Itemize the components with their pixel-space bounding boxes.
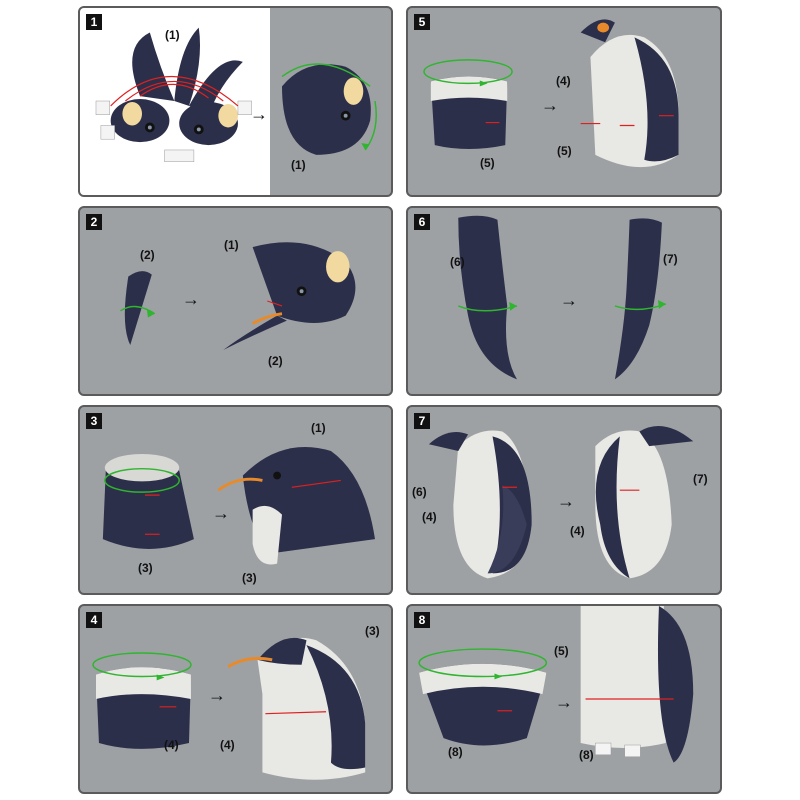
step-7-panel: 7 (6) (4) → (7) (4) (406, 405, 722, 595)
step-arrow: → (555, 692, 573, 712)
part-label: (3) (365, 624, 380, 638)
step-number: 5 (414, 14, 430, 30)
step-number: 1 (86, 14, 102, 30)
step-2-panel: 2 (2) → (1) (2) (78, 206, 393, 396)
part-label: (4) (164, 738, 179, 752)
part-label: (4) (220, 738, 235, 752)
step-1-panel: 1 (1) → (1) (78, 6, 393, 197)
part-label: (5) (557, 144, 572, 158)
step-arrow: → (557, 491, 575, 511)
part-label: (6) (412, 485, 427, 499)
part-label: (4) (556, 74, 571, 88)
part-label: (1) (291, 158, 306, 172)
part-label: (2) (140, 248, 155, 262)
part-label: (5) (554, 644, 569, 658)
step-5-illustration (423, 19, 679, 168)
part-label: (2) (268, 354, 283, 368)
step-number: 8 (414, 612, 430, 628)
step-number: 3 (86, 413, 102, 429)
step-3-panel: 3 (1) (3) → (3) (78, 405, 393, 595)
part-label: (1) (165, 28, 180, 42)
step-7-illustration (428, 425, 694, 579)
step-8-illustration (418, 606, 694, 763)
part-label: (3) (242, 571, 257, 585)
step-arrow: → (182, 289, 200, 309)
step-4-illustration (92, 637, 366, 780)
step-6-illustration (458, 215, 667, 380)
step-arrow: → (250, 104, 268, 124)
part-label: (8) (448, 745, 463, 759)
part-label: (4) (422, 510, 437, 524)
step-4-panel: 4 (3) (4) → (4) (78, 604, 393, 794)
step-arrow: → (560, 290, 578, 310)
step-number: 6 (414, 214, 430, 230)
step-3-illustration (102, 447, 375, 565)
step-6-panel: 6 (6) → (7) (406, 206, 722, 396)
part-label: (1) (311, 421, 326, 435)
step-1-illustration (95, 27, 377, 162)
step-2-illustration (120, 242, 356, 350)
part-label: (8) (579, 748, 594, 762)
step-arrow: → (541, 95, 559, 115)
part-label: (3) (138, 561, 153, 575)
part-label: (4) (570, 524, 585, 538)
step-number: 2 (86, 214, 102, 230)
step-number: 4 (86, 612, 102, 628)
step-arrow: → (208, 685, 226, 705)
part-label: (5) (480, 156, 495, 170)
part-label: (7) (693, 472, 708, 486)
step-8-panel: 8 (8) → (5) (8) (406, 604, 722, 794)
part-label: (6) (450, 255, 465, 269)
part-label: (1) (224, 238, 239, 252)
step-number: 7 (414, 413, 430, 429)
step-5-panel: 5 (5) → (4) (5) (406, 6, 722, 197)
part-label: (7) (663, 252, 678, 266)
step-arrow: → (212, 503, 230, 523)
